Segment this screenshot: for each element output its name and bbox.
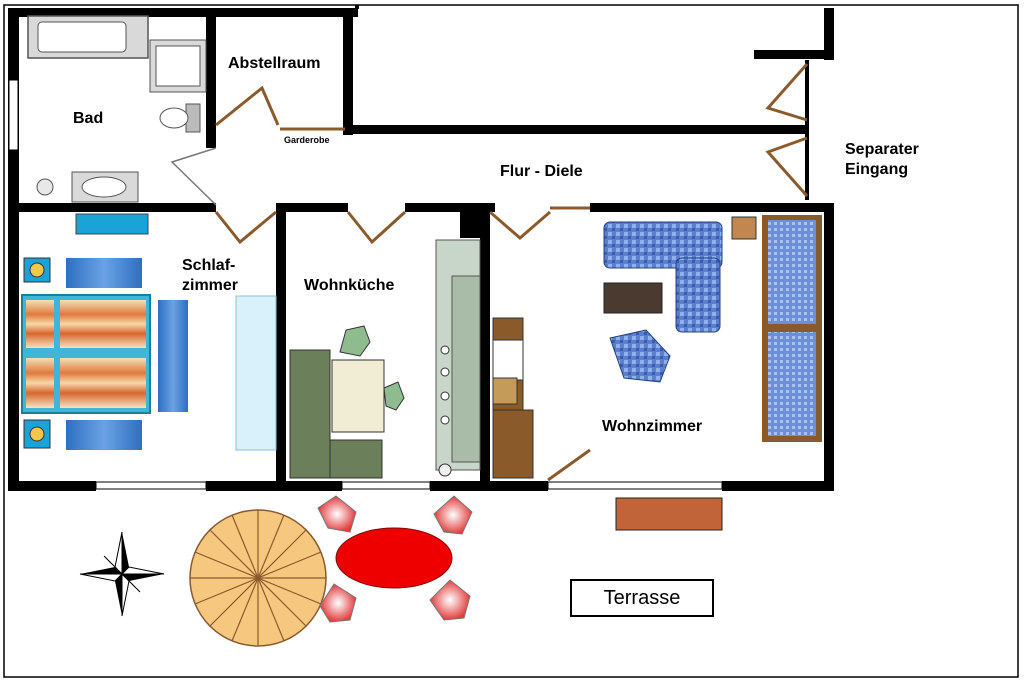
label-terrasse: Terrasse	[570, 579, 714, 617]
shower-tray	[149, 39, 207, 93]
coffee-table	[603, 282, 663, 314]
label-flur-diele: Flur - Diele	[500, 163, 583, 180]
outer-border	[3, 4, 1019, 678]
rug-bottom	[66, 420, 142, 450]
terrace-bench	[615, 497, 723, 531]
bedroom-shelf	[75, 213, 149, 235]
kitchen-chair-1	[339, 325, 371, 357]
sofa	[603, 221, 723, 383]
label-garderobe: Garderobe	[284, 135, 330, 145]
windows	[8, 79, 723, 490]
label-wohnzimmer: Wohnzimmer	[602, 418, 703, 435]
label-bad: Bad	[73, 110, 104, 127]
bed-rug	[158, 300, 188, 412]
bookshelf	[762, 215, 822, 442]
doors	[214, 63, 809, 482]
double-bed	[21, 294, 151, 414]
wardrobe	[235, 295, 277, 451]
kitchen-table	[331, 359, 385, 433]
bath-drain	[36, 178, 54, 196]
sink	[71, 171, 139, 203]
terrace-table	[335, 527, 453, 589]
label-separater: Separater	[845, 141, 919, 158]
rug-top	[66, 258, 142, 288]
umbrella	[189, 509, 327, 647]
kitchen-chair-2	[383, 381, 405, 411]
terrace-chairs	[317, 495, 473, 623]
label-zimmer: zimmer	[182, 277, 239, 294]
bathtub	[27, 15, 149, 59]
compass-icon	[79, 531, 165, 617]
walls	[8, 5, 834, 491]
label-eingang: Eingang	[845, 161, 909, 178]
bath-door	[170, 147, 217, 206]
cabinet	[492, 317, 534, 479]
label-schlaf: Schlaf-	[182, 257, 236, 274]
kitchen-bench	[289, 349, 383, 479]
side-table	[731, 216, 757, 240]
kitchen-counter	[435, 239, 481, 477]
label-abstellraum: Abstellraum	[228, 55, 321, 72]
toilet	[159, 103, 201, 133]
nightstand-top	[23, 257, 51, 283]
label-wohnkueche: Wohnküche	[304, 277, 395, 294]
